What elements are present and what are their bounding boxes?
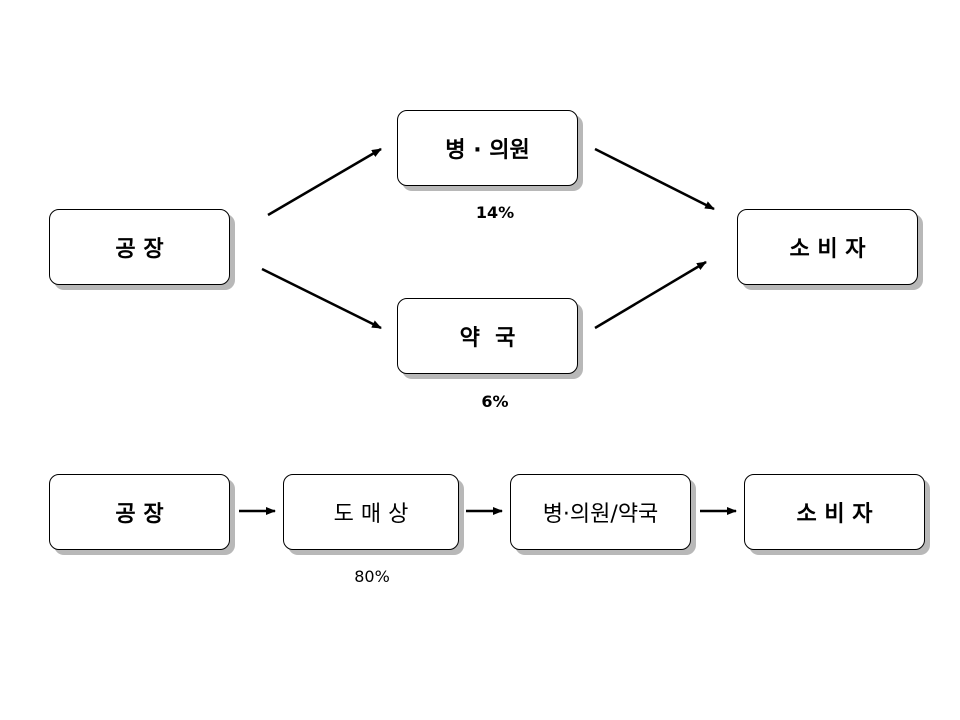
arrow-hospital-to-consumer: [594, 147, 715, 211]
node-wholesaler: 도 매 상: [283, 474, 459, 550]
node-label: 병 · 의원: [445, 138, 530, 163]
node-consumer-bottom: 소 비 자: [744, 474, 925, 550]
node-pharmacy: 약 국: [397, 298, 578, 374]
arrow-pharmacy-to-consumer: [594, 260, 707, 330]
wholesaler-share-label: 80%: [354, 567, 390, 586]
hospital-share-label: 14%: [475, 203, 515, 222]
node-label: 병·의원/약국: [542, 502, 659, 527]
arrow-factory-to-hospital: [267, 147, 382, 217]
arrow-factory-to-pharmacy: [261, 267, 382, 330]
node-label: 공 장: [115, 237, 164, 262]
node-label: 도 매 상: [333, 502, 409, 527]
node-label: 공 장: [115, 502, 164, 527]
node-label: 소 비 자: [789, 237, 866, 262]
node-factory-top: 공 장: [49, 209, 230, 285]
node-hospital-pharmacy: 병·의원/약국: [510, 474, 691, 550]
node-factory-bottom: 공 장: [49, 474, 230, 550]
node-consumer-top: 소 비 자: [737, 209, 918, 285]
pharmacy-share-label: 6%: [481, 392, 509, 411]
node-label: 약 국: [459, 326, 516, 351]
node-label: 소 비 자: [796, 502, 873, 527]
node-hospital: 병 · 의원: [397, 110, 578, 186]
